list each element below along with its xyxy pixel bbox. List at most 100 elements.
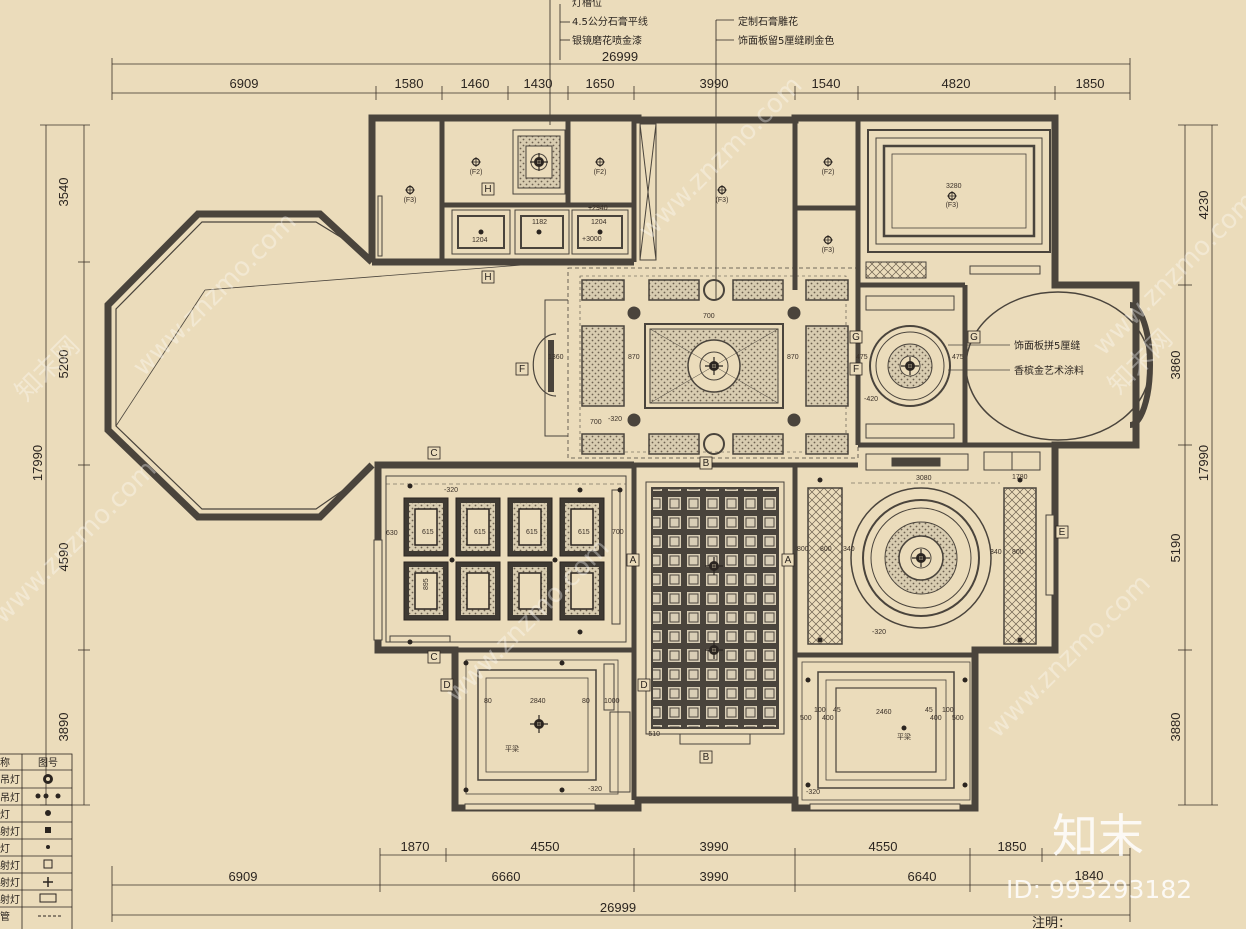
section-mark: D: [637, 678, 651, 692]
inner-80-a: 80: [484, 698, 492, 705]
inner-400-a: 400: [822, 715, 834, 722]
light-fixture-icon: [962, 782, 968, 788]
section-mark: H: [481, 182, 495, 196]
inner-45-a: 45: [833, 707, 841, 714]
light-fixture-icon: [717, 185, 727, 195]
inner-615-c: 615: [526, 529, 538, 536]
top-dimensions: [111, 58, 1131, 100]
watermark: www.znzmo.com www.znzmo.com www.znzmo.co…: [0, 70, 1246, 904]
ceiling-panel: [507, 561, 553, 621]
section-mark: B: [699, 750, 713, 764]
inner-340-b: 340: [990, 549, 1002, 556]
legend-row-9: 管: [0, 910, 10, 923]
light-fixture-icon: [595, 157, 605, 167]
inner-800-b: 800: [820, 546, 832, 553]
legend-header-symbol: 图号: [38, 757, 58, 769]
inner-870-a: 870: [628, 354, 640, 361]
exterior-walls: [104, 114, 1140, 812]
section-mark: G: [967, 330, 981, 344]
ceiling-panel: [403, 561, 449, 621]
light-fixture-icon: [463, 660, 469, 666]
legend-cluster-icon: [35, 793, 61, 799]
annotation-right-panel: 饰面板拼5厘缝: [1014, 339, 1080, 352]
inner-p3000: +3000: [582, 236, 602, 243]
legend-row-6: 射灯: [0, 860, 20, 872]
inner-45-b: 45: [925, 707, 933, 714]
section-mark: H: [481, 270, 495, 284]
ceiling-panel: [403, 497, 449, 557]
inner-615-d: 615: [578, 529, 590, 536]
label-f3-c: (F3): [822, 247, 835, 254]
inner-1204-a: 1204: [472, 237, 488, 244]
inner-2460: 2460: [876, 709, 892, 716]
inner-700-c: 700: [612, 529, 624, 536]
inner-630: 630: [386, 530, 398, 537]
light-fixture-icon: [530, 715, 548, 733]
light-fixture-icon: [705, 357, 723, 375]
light-fixture-icon: [471, 157, 481, 167]
light-fixture-icon: [823, 235, 833, 245]
legend-row-2: 吊灯: [0, 792, 20, 804]
watermark-url-5: www.znzmo.com: [440, 533, 615, 708]
ceiling-panel: [455, 561, 501, 621]
section-mark-letter: A: [630, 555, 637, 566]
legend-cross-light-icon: [43, 877, 53, 887]
watermark-id: ID: 993293182: [1006, 875, 1192, 904]
inner-1204-b: 1204: [591, 219, 607, 226]
dim-top-1: 6909: [230, 76, 259, 91]
dim-top-6: 3990: [700, 76, 729, 91]
inner-700-b: 700: [590, 419, 602, 426]
section-mark-letter: A: [785, 555, 792, 566]
light-fixture-icon: [912, 549, 930, 567]
dim-bottom1-4: 4550: [869, 839, 898, 854]
section-mark-letter: D: [640, 680, 647, 691]
inner-400-b: 400: [930, 715, 942, 722]
dim-top-4: 1430: [524, 76, 553, 91]
watermark-brand-cn-1: 知末网: [10, 331, 86, 407]
inner-1000: 1000: [604, 698, 620, 705]
section-mark-letter: B: [703, 458, 710, 469]
octagon-inner: [115, 221, 561, 510]
legend-row-4: 射灯: [0, 826, 20, 838]
inner-80-b: 80: [582, 698, 590, 705]
light-fixture-icon: [559, 787, 565, 793]
light-fixture-icon: [901, 725, 907, 731]
label-f2-c: (F2): [822, 169, 835, 176]
grid-panels: [403, 497, 605, 621]
inner-2840: 2840: [530, 698, 546, 705]
light-fixture-icon: [407, 483, 413, 489]
dim-right-2: 3860: [1168, 351, 1183, 380]
watermark-url-4: www.znzmo.com: [0, 454, 163, 629]
light-fixture-icon: [449, 557, 455, 563]
dim-top-9: 1850: [1076, 76, 1105, 91]
annotation-mirror: 银镜磨花喷金漆: [572, 34, 642, 47]
inner-p2940: +2940: [588, 205, 608, 212]
section-mark-letter: D: [443, 680, 450, 691]
label-flat-beam-b: 平梁: [897, 732, 911, 741]
inner-100-b: 100: [942, 707, 954, 714]
bottom-dimensions: [111, 848, 1131, 922]
section-mark: C: [427, 650, 441, 664]
inner-m320-c: -320: [588, 786, 602, 793]
dim-total-bottom: 26999: [600, 900, 636, 915]
light-fixture-icon: [552, 557, 558, 563]
legend-table: 称 图号 吊灯 吊灯 灯 射灯 灯 射灯 射灯 射灯 管: [0, 753, 73, 929]
dim-left-total: 17990: [30, 445, 45, 481]
right-medallion-room: [807, 451, 1041, 645]
legend-downlight-icon: [45, 810, 51, 816]
inner-895: 895: [423, 578, 430, 590]
section-mark-letter: F: [853, 364, 859, 375]
section-mark: F: [515, 362, 529, 376]
watermark-url-1: www.znzmo.com: [127, 207, 302, 382]
section-mark-letter: B: [703, 752, 710, 763]
center-coffered: [645, 481, 785, 745]
inner-m320-b: -320: [444, 487, 458, 494]
light-fixture-icon: [597, 229, 603, 235]
ceiling-panel: [559, 497, 605, 557]
light-fixture-icon: [559, 660, 565, 666]
light-fixture-icon: [817, 477, 823, 483]
left-panel-room: [385, 475, 627, 643]
dim-bottom2-2: 6660: [492, 869, 521, 884]
inner-1360: 1360: [548, 354, 564, 361]
section-mark-letter: G: [852, 332, 860, 343]
